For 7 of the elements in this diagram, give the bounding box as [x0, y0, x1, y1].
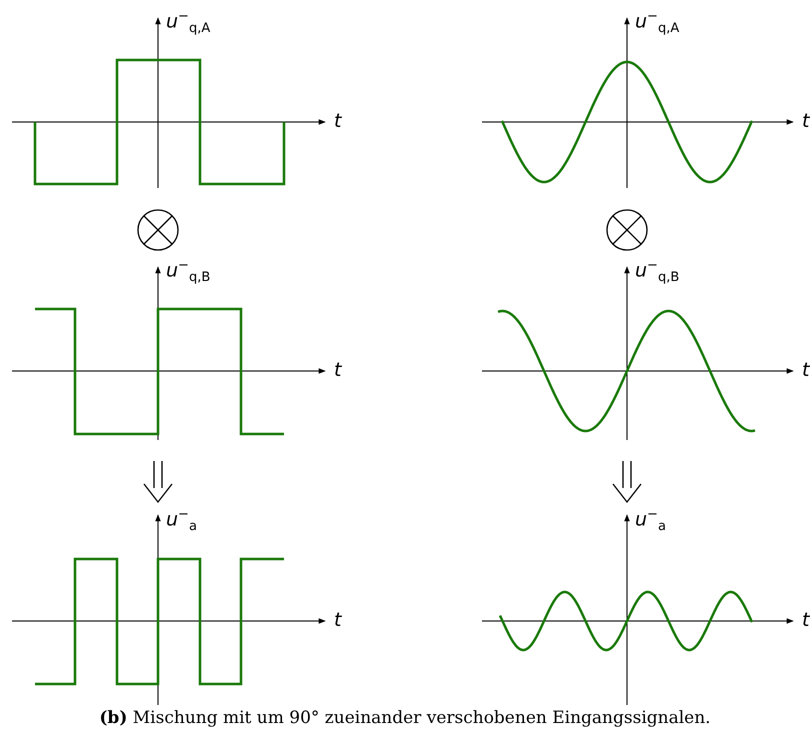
axis-label: t — [802, 361, 810, 380]
axis-label: t — [802, 611, 810, 630]
axis-label: t — [334, 112, 342, 131]
axis-label: t — [334, 611, 342, 630]
caption: (b) Mischung mit um 90° zueinander verschobenen Eingangssignalen. — [98, 708, 712, 728]
axis-label: t — [334, 361, 342, 380]
axis-label: t — [802, 112, 810, 131]
